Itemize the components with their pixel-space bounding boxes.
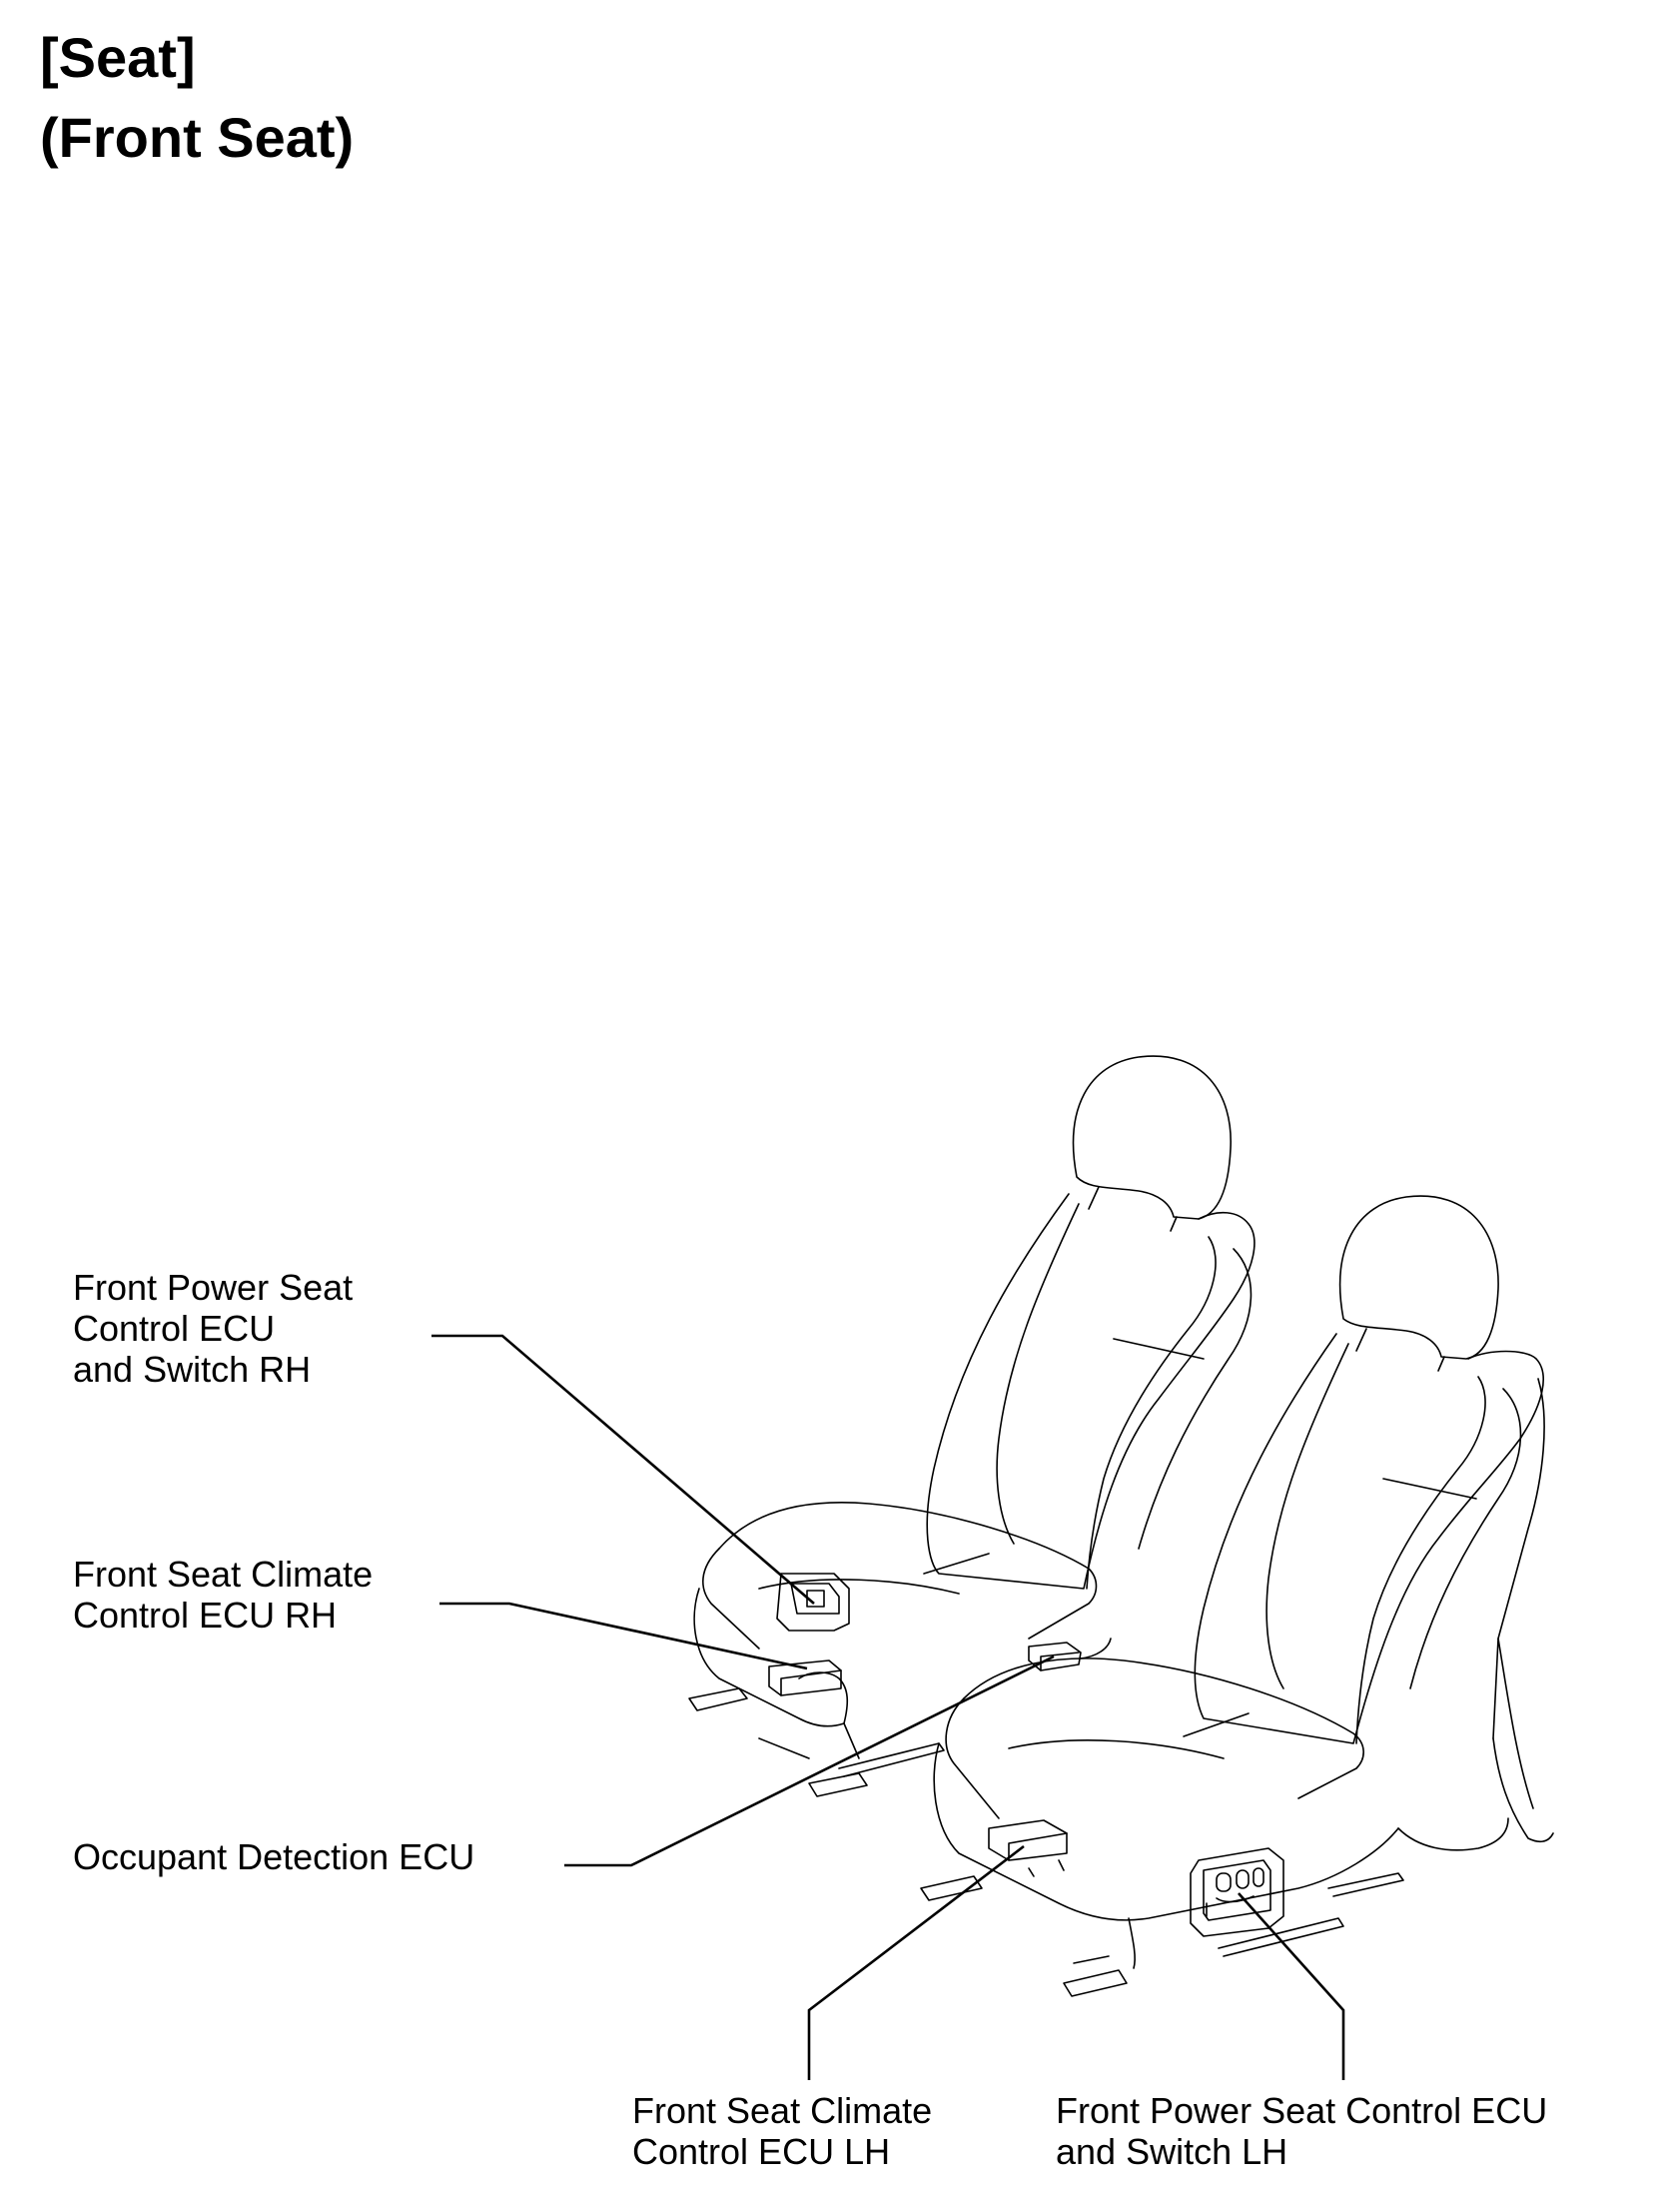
leader-occupant-detection	[564, 1655, 1055, 1867]
label-line: and Switch RH	[73, 1349, 312, 1390]
label-front-seat-climate-control-ecu-lh: Front Seat Climate Control ECU LH	[632, 2090, 932, 2172]
seat-lh-headrest	[1338, 1195, 1499, 1360]
label-line: Front Seat Climate	[632, 2090, 933, 2131]
label-occupant-detection-ecu: Occupant Detection ECU	[73, 1836, 474, 1877]
seat-lh-climate-ecu	[988, 1819, 1068, 1861]
label-line: Front Seat Climate	[73, 1554, 374, 1595]
seat-lh	[920, 1195, 1554, 1997]
seat-lh-cushion	[963, 1657, 1364, 1799]
label-front-power-seat-control-ecu-rh: Front Power Seat Control ECU and Switch …	[73, 1267, 353, 1390]
title-front-seat: (Front Seat)	[40, 106, 355, 169]
title-seat: [Seat]	[40, 26, 196, 89]
seat-rh-power-switch	[776, 1573, 850, 1632]
label-line: Control ECU LH	[632, 2131, 891, 2172]
leader-front-seat-climate-rh	[439, 1602, 808, 1670]
label-front-power-seat-control-ecu-lh: Front Power Seat Control ECU and Switch …	[1056, 2090, 1547, 2172]
seat-lh-power-switch	[1190, 1847, 1284, 1937]
label-line: Front Power Seat Control ECU	[1056, 2090, 1548, 2131]
label-line: and Switch LH	[1056, 2131, 1288, 2172]
leader-front-power-seat-lh	[1238, 1892, 1345, 2080]
seat-rh-backrest	[926, 1193, 1256, 1590]
occupant-detection-ecu-shape	[1028, 1642, 1082, 1671]
label-line: Control ECU	[73, 1308, 276, 1349]
label-line: Control ECU RH	[73, 1595, 338, 1636]
seat-rh-cushion	[718, 1502, 1098, 1640]
seat-rh	[688, 1055, 1256, 1797]
seat-lh-backrest	[1194, 1333, 1544, 1744]
leader-front-seat-climate-lh	[807, 1844, 1025, 2080]
label-front-seat-climate-control-ecu-rh: Front Seat Climate Control ECU RH	[73, 1554, 373, 1636]
seat-rh-headrest	[1072, 1055, 1232, 1220]
seat-rh-climate-ecu	[768, 1659, 842, 1696]
label-line: Occupant Detection ECU	[73, 1836, 475, 1877]
label-line: Front Power Seat	[73, 1267, 354, 1308]
leader-front-power-seat-rh	[431, 1334, 815, 1605]
